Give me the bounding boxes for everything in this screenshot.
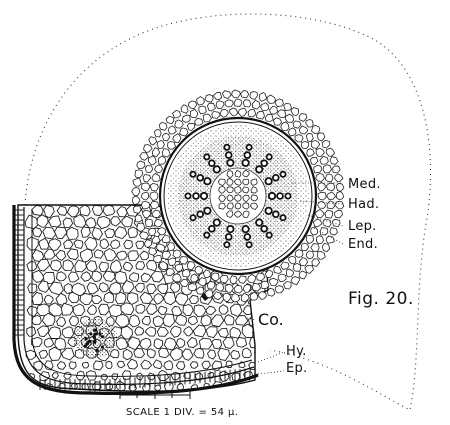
scale-label: SCALE 1 DIV. = 54 μ. bbox=[126, 407, 238, 418]
stele bbox=[160, 118, 316, 274]
label-med: Med. bbox=[348, 177, 381, 192]
label-lep: Lep. bbox=[348, 219, 377, 234]
label-co: Co. bbox=[258, 310, 284, 329]
label-had: Had. bbox=[348, 197, 379, 212]
label-hy: Hy. bbox=[286, 344, 307, 359]
label-end: End. bbox=[348, 237, 378, 252]
label-ep: Ep. bbox=[286, 361, 308, 376]
lateral-vascular-strand bbox=[73, 318, 117, 358]
figure-title: Fig. 20. bbox=[348, 289, 414, 309]
